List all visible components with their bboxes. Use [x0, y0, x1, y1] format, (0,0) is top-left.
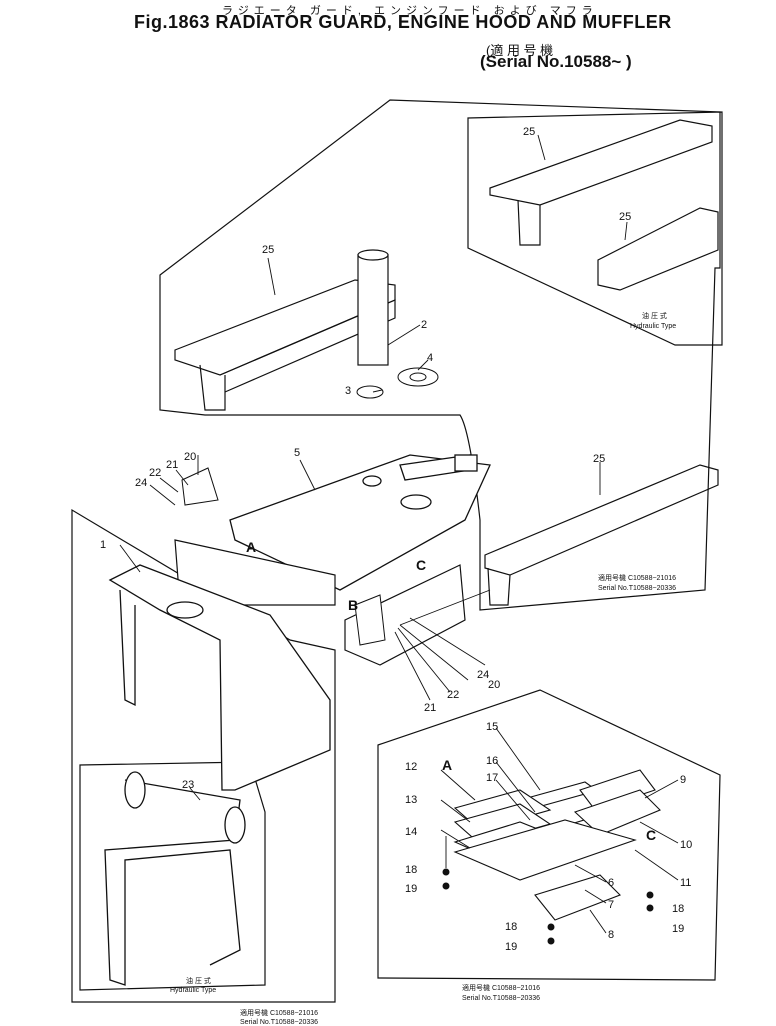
plate-callout-outline: [377, 689, 721, 981]
part-label-14: 14: [405, 826, 417, 838]
part-label-18: 18: [672, 903, 684, 915]
hydraulic-note-jp: 油 圧 式: [186, 976, 211, 985]
gasket-3: [356, 385, 384, 399]
bracket-20-lower: [354, 594, 386, 646]
part-label-25: 25: [262, 244, 274, 256]
part-number-labels: 25 25 25 25 2 3 4 5 20 21 22 24 1 20 24 …: [100, 126, 692, 953]
view-ref-c: C: [646, 827, 656, 843]
figure-header: ラジエータ ガード, エンジンフード および マフラ Fig.1863 RADI…: [0, 0, 776, 80]
part-label-3: 3: [345, 385, 351, 397]
part-label-7: 7: [608, 899, 614, 911]
part-label-20: 20: [488, 679, 500, 691]
part-label-17: 17: [486, 772, 498, 784]
view-reference-labels: A C B A C: [246, 539, 656, 843]
notes: 油 圧 式 Hydraulic Type 油 圧 式 Hydraulic Typ…: [170, 311, 676, 1026]
part-label-23: 23: [182, 779, 194, 791]
serial-range-jp: (適 用 号 機: [486, 43, 554, 58]
part-label-19: 19: [505, 941, 517, 953]
part-label-19: 19: [672, 923, 684, 935]
part-label-18: 18: [405, 864, 417, 876]
radiator-guard-hydraulic: [104, 771, 246, 986]
part-label-20: 20: [184, 451, 196, 463]
part-label-12: 12: [405, 761, 417, 773]
bracket-20-upper: [181, 467, 219, 506]
view-ref-b: B: [348, 597, 358, 613]
part-label-16: 16: [486, 755, 498, 767]
view-ref-a: A: [246, 539, 256, 555]
part-label-21: 21: [166, 459, 178, 471]
part-label-19: 19: [405, 883, 417, 895]
part-label-25: 25: [619, 211, 631, 223]
part-label-11: 11: [680, 877, 691, 889]
engine-hood: [229, 454, 491, 591]
view-ref-c: C: [416, 557, 426, 573]
part-label-25: 25: [593, 453, 605, 465]
part-label-24: 24: [477, 669, 489, 681]
part-label-21: 21: [424, 702, 436, 714]
serial-note: Serial No.T10588~20336: [240, 1019, 318, 1026]
part-label-22: 22: [149, 467, 161, 479]
part-label-22: 22: [447, 689, 459, 701]
plate-stack: [453, 769, 661, 921]
part-label-4: 4: [427, 352, 433, 364]
part-label-18: 18: [505, 921, 517, 933]
title-kana: ラジエータ ガード, エンジンフード および マフラ: [222, 5, 598, 17]
frame-member-25-hydraulic: [489, 119, 719, 291]
part-label-6: 6: [608, 877, 614, 889]
radiator-guard: [108, 564, 331, 791]
part-label-24: 24: [135, 477, 147, 489]
serial-note: Serial No.T10588~20336: [598, 585, 676, 592]
serial-note: Serial No.T10588~20336: [462, 995, 540, 1002]
serial-range: (Serial No.10588~ ): [480, 52, 632, 71]
part-label-13: 13: [405, 794, 417, 806]
part-label-25: 25: [523, 126, 535, 138]
part-label-9: 9: [680, 774, 686, 786]
fastener-group: [442, 868, 654, 945]
muffler-pipe: [357, 249, 389, 366]
hydraulic-note: Hydraulic Type: [630, 323, 676, 330]
figure-title: Fig.1863 RADIATOR GUARD, ENGINE HOOD AND…: [134, 12, 672, 32]
hydraulic-inset-outline: [467, 111, 723, 346]
part-label-8: 8: [608, 929, 614, 941]
leader-lines: [119, 134, 679, 934]
part-label-2: 2: [421, 319, 427, 331]
frame-member-25-right: [484, 464, 719, 606]
serial-note-jp: 適用号機 C10588~21016: [240, 1008, 318, 1017]
serial-note-jp: 適用号機 C10588~21016: [598, 573, 676, 582]
hydraulic-note: Hydraulic Type: [170, 987, 216, 994]
view-ref-a: A: [442, 757, 452, 773]
serial-note-jp: 適用号機 C10588~21016: [462, 983, 540, 992]
part-label-15: 15: [486, 721, 498, 733]
part-label-10: 10: [680, 839, 692, 851]
part-label-5: 5: [294, 447, 300, 459]
hydraulic-note-jp: 油 圧 式: [642, 311, 667, 320]
frame-member-25-left: [174, 279, 396, 411]
part-label-1: 1: [100, 539, 106, 551]
